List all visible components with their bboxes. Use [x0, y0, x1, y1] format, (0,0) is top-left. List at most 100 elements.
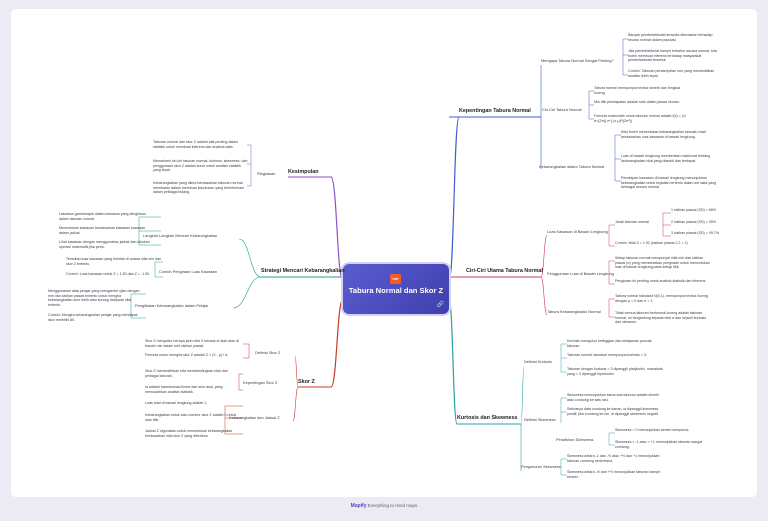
mindmap-canvas: PDF Tabura Normal dan Skor Z 🔗 Kepenting… [11, 9, 757, 497]
edge-kesimpulan [330, 176, 344, 282]
leaf-kb-1: Tabura normal standard N(0,1), mempunyai… [615, 294, 708, 303]
sub-definisi-kurtosis[interactable]: Definisi Kurtosis [524, 359, 552, 364]
leaf-dk-1: Kurtosis mengukur ketinggian dan ketajam… [567, 339, 652, 348]
sub-pengukuran-skewness[interactable]: Pengukuran Skewness [521, 464, 561, 469]
leaf-st-p1: Menggunakan data pelajar yang mengambil … [48, 289, 140, 308]
edge-sz-s2-leaves [238, 373, 243, 391]
leaf-pengg-2: Pengiraan ini penting untuk analisis sta… [615, 279, 707, 283]
leaf-sz-j1: Luas total di bawah lengkung adalah 1. [145, 401, 208, 405]
branch-kepentingan[interactable]: Kepentingan Tabura Normal [459, 108, 531, 114]
edge-kep-s3-leaves [614, 134, 621, 182]
leaf-kep-k2: Luas di bawah lengkung memberikan maklum… [621, 154, 711, 163]
leaf-sz-k2: Ia adalah transformasi linear dari skor … [145, 385, 223, 394]
leaf-kep-c2: Min titik pendapatan adalah satu dalam j… [594, 100, 680, 104]
sub-ciri-tabura-normal[interactable]: Ciri-Ciri Tabura Normal [542, 107, 582, 112]
edge-sz-s1-leaves [243, 343, 250, 359]
sub-penglibatan[interactable]: Penglibatan Kebarangkalian dalam Pelajar [135, 303, 209, 308]
leaf-contoh-z: Contoh: Nilai Z = 1.92 (sisihan piawai 1… [615, 241, 689, 245]
leaf-kep-k3: Penetapan kawasan di bawah lengkung menu… [621, 176, 717, 190]
leaf-ds-1: Skewness menunjukkan sama ada taburan ad… [567, 393, 660, 402]
leaf-ks-2: Memahami ciri-ciri taburan normal, kurto… [153, 159, 248, 173]
leaf-st-l2: Menentukan kawasan berdasarkan kawasan k… [59, 226, 146, 235]
edge-kep-s2-leaves [588, 90, 594, 120]
sub-definisi-skor-z[interactable]: Definisi Skor Z [255, 350, 281, 355]
branch-kesimpulan[interactable]: Kesimpulan [288, 169, 319, 175]
sub-ringkasan[interactable]: Ringkasan [257, 171, 276, 176]
leaf-kep-c1: Tabura normal mempunyai bentuk simetri d… [594, 86, 681, 95]
central-topic[interactable]: PDF Tabura Normal dan Skor Z 🔗 [343, 264, 449, 314]
edge-ciri-pct [662, 212, 671, 237]
leaf-pu-1: Skewness antara -1 dan -½ atau +½ dan +1… [567, 454, 660, 463]
edge-kur-s4-leaves [560, 458, 567, 476]
leaf-pengg-1: Setiap taburan normal mempunyai nilai mi… [615, 256, 710, 270]
edge-kep-s1-leaves [622, 38, 628, 76]
branch-kurtosis-skewness[interactable]: Kurtosis dan Skewness [457, 415, 518, 421]
leaf-pct-3: 3 sisihan piawai (SD) = 99.7% [671, 231, 720, 235]
sub-penafsiran-skewness[interactable]: Penafsiran Skewness [556, 437, 594, 442]
leaf-kep-m2: Jika pembelahbulat hampir terbahur secar… [628, 49, 717, 63]
leaf-st-l3: Lihat kawasan dengan menggunakan jadual … [59, 240, 150, 249]
leaf-pu-2: Skewness antara -½ dan +½ menunjukkan ta… [567, 470, 661, 479]
leaf-kep-m1: Banyak pembelahbulat bersedia diterdaban… [628, 33, 713, 42]
sub-mengapa-penting[interactable]: Mengapa Tabura Normal Sangat Penting? [541, 58, 614, 63]
leaf-dk-2: Taburan normal standard mempunyai kurtos… [567, 353, 648, 357]
edge-st-s2-leaves [154, 261, 163, 278]
leaf-st-l1: Lakarkan gambarajah dalam kawasan yang d… [59, 212, 146, 221]
leaf-sz-d2: Formula untuk mengira skor Z adalah Z = … [145, 353, 229, 357]
edge-ciri-s1 [540, 234, 548, 278]
leaf-pf-1: Skewness = 0 menunjukkan simetri sempurn… [615, 428, 690, 432]
edge-skor [330, 298, 344, 388]
sub-langkah[interactable]: Langkah-Langkah Mencari Kebarangkalian [143, 233, 218, 238]
leaf-dk-3: Taburan dengan kurtosis > 3 dipanggil pl… [567, 367, 663, 376]
leaf-kep-c3: Formula matematik untuk taburan normal a… [594, 114, 686, 123]
edge-st-s3 [232, 276, 262, 309]
mapify-logo: Mapify [350, 503, 367, 509]
edge-sz-s3 [292, 386, 299, 422]
sub-contoh-pengiraan[interactable]: Contoh Pengiraan Luas Kawasan [159, 269, 217, 274]
edge-ciri-s3 [540, 276, 548, 316]
edge-ciri-s1-leaves [608, 224, 615, 247]
leaf-sz-j2: Kebarangkalian untuk satu nombor skor Z … [145, 413, 237, 422]
edge-kur-s1 [520, 365, 525, 425]
edge-kepentingan [448, 116, 460, 282]
leaf-st-c1: Tentukan luas kawasan yang terletak di a… [66, 257, 162, 266]
link-icon[interactable]: 🔗 [436, 302, 444, 308]
branch-ciri-utama[interactable]: Ciri-Ciri Utama Tabura Normal [466, 268, 543, 274]
edge-ks-leaves [247, 144, 252, 187]
connector-lines [130, 38, 671, 476]
branch-skor-z[interactable]: Skor Z [298, 379, 315, 385]
sub-kebarangkalian-normal-2[interactable]: Tabura Kebarangkalian Normal [547, 309, 601, 314]
leaf-sz-j3: Jadual Z digunakan untuk menentukan keba… [145, 429, 233, 438]
footer: Mapify Everything to mind maps [0, 503, 768, 509]
sub-definisi-skewness[interactable]: Definisi Skewness [524, 417, 556, 422]
leaf-sz-d1: Skor Z mengukur berapa jauh nilai X bera… [145, 339, 239, 348]
edge-kur-s3-leaves [608, 432, 615, 446]
sub-kepentingan-skor-z[interactable]: Kepentingan Skor Z [243, 380, 278, 385]
leaf-pct-1: 1 sisihan piawai (SD) = 68% [671, 208, 717, 212]
sub-luas-kawasan[interactable]: Luas Kawasan di Bawah Lengkung [547, 229, 608, 234]
edge-kur-s1-leaves [560, 343, 567, 373]
leaf-ks-3: Kebarangkalian yang dikira berdasarkan t… [153, 181, 244, 195]
edge-sz-s3-leaves [224, 405, 243, 435]
sub-kebarangkalian-normal[interactable]: Kebarangkalian dalam Tabura Normal [539, 164, 605, 169]
pdf-icon: PDF [390, 274, 401, 284]
edge-st-s1-leaves [138, 216, 161, 246]
edge-kurtosis [448, 298, 458, 425]
edge-st-s3-leaves [130, 293, 146, 319]
leaf-jarak-taburan: Jarak taburan normal [615, 220, 649, 224]
footer-tagline: Everything to mind maps [367, 503, 418, 508]
leaf-kep-m3: Contoh: Taburan persampelan min yang mem… [628, 69, 715, 78]
edge-st-s1 [238, 238, 262, 278]
leaf-ks-1: Taburan normal dan skor Z adalah alat pe… [153, 140, 239, 149]
sub-penggunaan-luas[interactable]: Penggunaan Luas di Bawah Lengkung [547, 271, 614, 276]
leaf-st-c2: Contoh: Luas kawasan untuk Z = 1.50 dan … [66, 272, 151, 276]
edge-ciri-s2-leaves [608, 260, 615, 285]
central-topic-title: Tabura Normal dan Skor Z [348, 286, 444, 295]
leaf-st-p2: Contoh: Mengira kebarangkalian pelajar y… [48, 313, 138, 322]
sub-jadual-z[interactable]: Kebarangkalian dan Jadual Z [229, 415, 280, 420]
leaf-pct-2: 2 sisihan piawai (SD) = 95% [671, 220, 717, 224]
leaf-kb-2: Tidak semua taburan berbentuk loceng ada… [615, 311, 707, 325]
leaf-pf-2: Skewness < -1 atau > +1 menunjukkan tabu… [615, 440, 703, 449]
edge-sz-s1 [294, 355, 299, 388]
branch-strategi[interactable]: Strategi Mencari Kebarangkalian [261, 268, 345, 274]
